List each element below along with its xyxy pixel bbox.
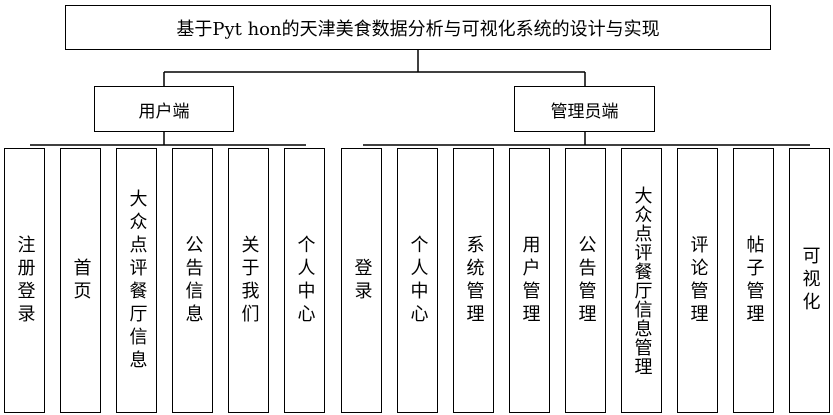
admin-module-login: 登录 [341,148,382,413]
user-module-restaurant-info: 大众点评餐厅信息 [116,148,157,413]
user-module-announcements: 公告信息 [172,148,213,413]
module-label: 关于我们 [238,234,260,327]
module-label: 评论管理 [687,234,709,327]
module-label: 可视化 [799,246,821,315]
user-module-home: 首页 [60,148,101,413]
module-label: 个人中心 [407,234,429,327]
admin-module-system-management: 系统管理 [453,148,494,413]
module-label: 注册登录 [14,234,36,327]
module-label: 公告管理 [575,234,597,327]
admin-module-post-management: 帖子管理 [733,148,774,413]
module-label: 大众点评餐厅信息管理 [631,185,653,376]
admin-side-box: 管理员端 [514,86,655,132]
user-side-box: 用户端 [94,86,234,132]
admin-module-personal-center: 个人中心 [397,148,438,413]
user-module-about-us: 关于我们 [228,148,269,413]
module-label: 个人中心 [294,234,316,327]
admin-side-label: 管理员端 [550,101,619,122]
module-label: 首页 [70,257,92,304]
admin-module-visualization: 可视化 [789,148,830,413]
user-module-personal-center: 个人中心 [284,148,325,413]
module-label: 公告信息 [182,234,204,327]
admin-module-announcement-management: 公告管理 [565,148,606,413]
admin-module-restaurant-info-management: 大众点评餐厅信息管理 [621,148,662,413]
user-side-label: 用户端 [138,101,190,122]
system-title-box: 基于Pyt hon的天津美食数据分析与可视化系统的设计与实现 [65,5,771,50]
module-label: 帖子管理 [743,234,765,327]
module-label: 系统管理 [463,234,485,327]
system-title: 基于Pyt hon的天津美食数据分析与可视化系统的设计与实现 [176,18,660,40]
module-label: 用户管理 [519,234,541,327]
admin-module-comment-management: 评论管理 [677,148,718,413]
user-module-register-login: 注册登录 [4,148,45,413]
module-label: 大众点评餐厅信息 [126,188,148,373]
module-label: 登录 [351,257,373,304]
admin-module-user-management: 用户管理 [509,148,550,413]
